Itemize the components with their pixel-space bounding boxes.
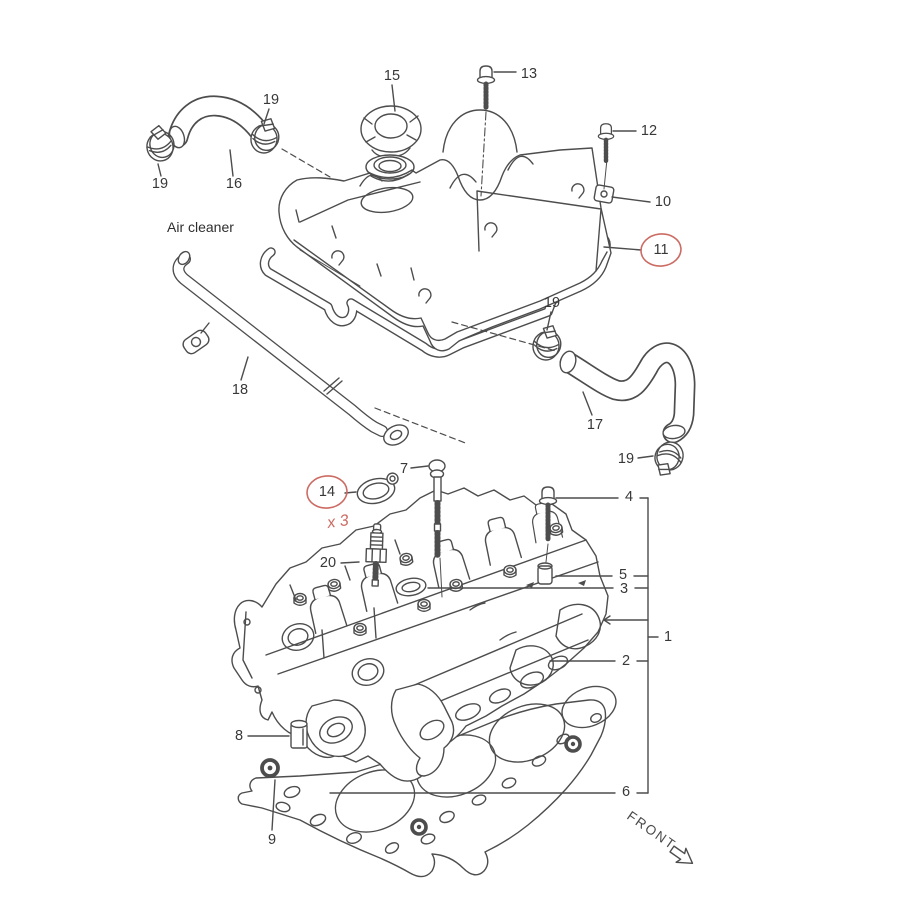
cylinder-head [231, 487, 609, 782]
callout-3: 3 [620, 581, 628, 597]
callout-7: 7 [400, 461, 408, 477]
bolt-12 [598, 124, 613, 163]
quantity-note: x 3 [325, 512, 350, 532]
callout-18: 18 [232, 382, 248, 398]
callout-13: 13 [521, 66, 537, 82]
hose-clamp-19-bottom [649, 437, 688, 481]
air-pipe [172, 250, 409, 446]
breather-hose [167, 95, 273, 149]
callout-15: 15 [384, 68, 400, 84]
highlight-circle-14 [306, 475, 348, 509]
filler-neck-ring [365, 154, 415, 182]
front-arrow-icon [669, 845, 694, 865]
air-cleaner-label: Air cleaner [167, 219, 234, 235]
callout-9: 9 [268, 832, 276, 848]
callout-12: 12 [641, 123, 657, 139]
valve-cap-5 [537, 562, 553, 585]
callout-5: 5 [619, 567, 627, 583]
assembly-guide-lines [281, 111, 608, 598]
spark-plug-20 [365, 523, 388, 587]
gasket-seal-grommet [260, 758, 280, 778]
oil-filler-cap [360, 105, 422, 158]
bolt-13 [478, 66, 495, 109]
cylinder-head-gasket [237, 685, 617, 878]
callout-11: 11 [653, 242, 668, 258]
valve-seal-3 [395, 577, 427, 597]
dowel-pin-8 [290, 719, 308, 749]
pcv-hose [559, 342, 696, 444]
leader-lines [157, 71, 659, 831]
callout-6: 6 [622, 784, 630, 800]
callout-16: 16 [226, 176, 242, 192]
callout-19-left: 19 [152, 176, 168, 192]
callout-8: 8 [235, 728, 243, 744]
callout-17: 17 [587, 417, 603, 433]
callout-19-mid: 19 [544, 295, 560, 311]
valve-cover [278, 109, 615, 352]
highlight-circle-11 [640, 233, 682, 267]
callout-19-top: 19 [263, 92, 279, 108]
pointer-tick [578, 580, 586, 586]
callout-10: 10 [655, 194, 671, 210]
callout-20: 20 [320, 555, 336, 571]
callout-4: 4 [625, 489, 633, 505]
front-direction-label: FRONT [624, 808, 679, 853]
callout-2: 2 [622, 653, 630, 669]
callout-14: 14 [319, 484, 335, 500]
pointer-tick [526, 582, 534, 588]
stud-7 [428, 459, 446, 559]
callout-19-bottom: 19 [618, 451, 634, 467]
seal-14 [356, 472, 399, 505]
callout-1: 1 [664, 629, 672, 645]
